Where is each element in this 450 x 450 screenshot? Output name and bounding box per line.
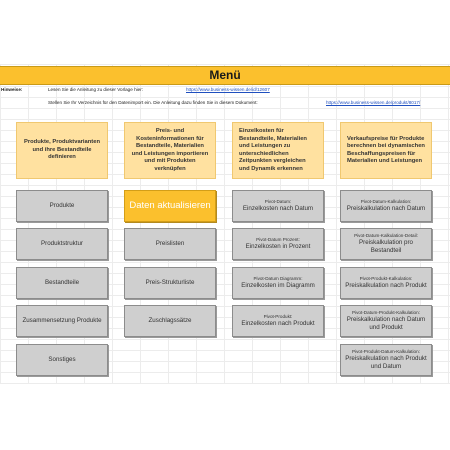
daten-aktualisieren-button[interactable]: Daten aktualisieren [124,190,216,222]
category-sales-prices: Verkaufspreise für Produkte berechnen be… [340,122,432,179]
pivot-produkt-datum-kalkulation-label: Preiskalkulation nach Produkt und Datum [345,355,427,370]
pivot-datum-prozent-button[interactable]: Pivot-Datum Prozent: Einzelkosten in Pro… [232,228,324,260]
pivot-produkt-label: Einzelkosten nach Produkt [241,320,315,327]
pivot-datum-caption: Pivot-Datum: [264,199,292,204]
page-title: Menü [0,66,450,85]
hint-link-1[interactable]: https://www.business-wissen.de/id/12607 [186,87,270,92]
pivot-datum-kalkulation-detail-caption: Pivot-Datum-Kalkulation-Detail: [354,233,418,238]
pivot-datum-produkt-kalkulation-label: Preiskalkulation nach Datum und Produkt [346,316,426,331]
pivot-datum-kalkulation-label: Preiskalkulation nach Datum [346,205,426,212]
zuschlagssaetze-button[interactable]: Zuschlagssätze [124,305,216,337]
pivot-datum-diagramm-caption: Pivot-Datum Diagramm: [253,276,303,281]
pivot-datum-produkt-kalkulation-caption: Pivot-Datum-Produkt-Kalkulation: [352,310,420,315]
zusammensetzung-produkte-button[interactable]: Zusammensetzung Produkte [16,305,108,337]
preislisten-button[interactable]: Preislisten [124,228,216,260]
produktstruktur-button[interactable]: Produktstruktur [16,228,108,260]
pivot-produkt-kalkulation-caption: Pivot-Produkt-Kalkulation: [359,276,413,281]
pivot-datum-label: Einzelkosten nach Datum [242,205,314,212]
pivot-datum-prozent-caption: Pivot-Datum Prozent: [256,237,300,242]
produkte-button[interactable]: Produkte [16,190,108,222]
pivot-datum-kalkulation-detail-label: Preiskalkulation pro Bestandteil [359,239,413,254]
hints-label: Hinweise: [1,87,23,92]
pivot-produkt-button[interactable]: Pivot-Produkt: Einzelkosten nach Produkt [232,305,324,337]
pivot-datum-prozent-label: Einzelkosten in Prozent [245,243,311,250]
pivot-datum-produkt-kalkulation-button[interactable]: Pivot-Datum-Produkt-Kalkulation: Preiska… [340,305,432,337]
category-unit-costs: Einzelkosten für Bestandteile, Materiali… [232,122,324,179]
pivot-datum-button[interactable]: Pivot-Datum: Einzelkosten nach Datum [232,190,324,222]
pivot-datum-diagramm-button[interactable]: Pivot-Datum Diagramm: Einzelkosten im Di… [232,267,324,299]
bestandteile-button[interactable]: Bestandteile [16,267,108,299]
hint-text-1: Lesen Sie die Anleitung zu dieser Vorlag… [48,87,144,92]
pivot-datum-kalkulation-button[interactable]: Pivot-Datum-Kalkulation: Preiskalkulatio… [340,190,432,222]
pivot-produkt-caption: Pivot-Produkt: [263,314,293,319]
hint-link-2[interactable]: https://www.business-wissen.de/produkt/8… [326,100,421,105]
pivot-produkt-datum-kalkulation-button[interactable]: Pivot-Produkt-Datum-Kalkulation: Preiska… [340,344,432,376]
hint-text-2: Stellen Sie Ihr Verzeichnis für den Date… [48,100,258,105]
sonstiges-button[interactable]: Sonstiges [16,344,108,376]
pivot-datum-kalkulation-caption: Pivot-Datum-Kalkulation: [360,199,412,204]
preis-strukturliste-button[interactable]: Preis-Strukturliste [124,267,216,299]
pivot-produkt-kalkulation-label: Preiskalkulation nach Produkt [345,282,427,289]
pivot-datum-diagramm-label: Einzelkosten im Diagramm [241,282,315,289]
pivot-produkt-datum-kalkulation-caption: Pivot-Produkt-Datum-Kalkulation: [352,349,420,354]
pivot-datum-kalkulation-detail-button[interactable]: Pivot-Datum-Kalkulation-Detail: Preiskal… [340,228,432,260]
category-products: Produkte, Produktvarianten und ihre Best… [16,122,108,179]
category-prices: Preis- und Kosteninformationen für Besta… [124,122,216,179]
pivot-produkt-kalkulation-button[interactable]: Pivot-Produkt-Kalkulation: Preiskalkulat… [340,267,432,299]
